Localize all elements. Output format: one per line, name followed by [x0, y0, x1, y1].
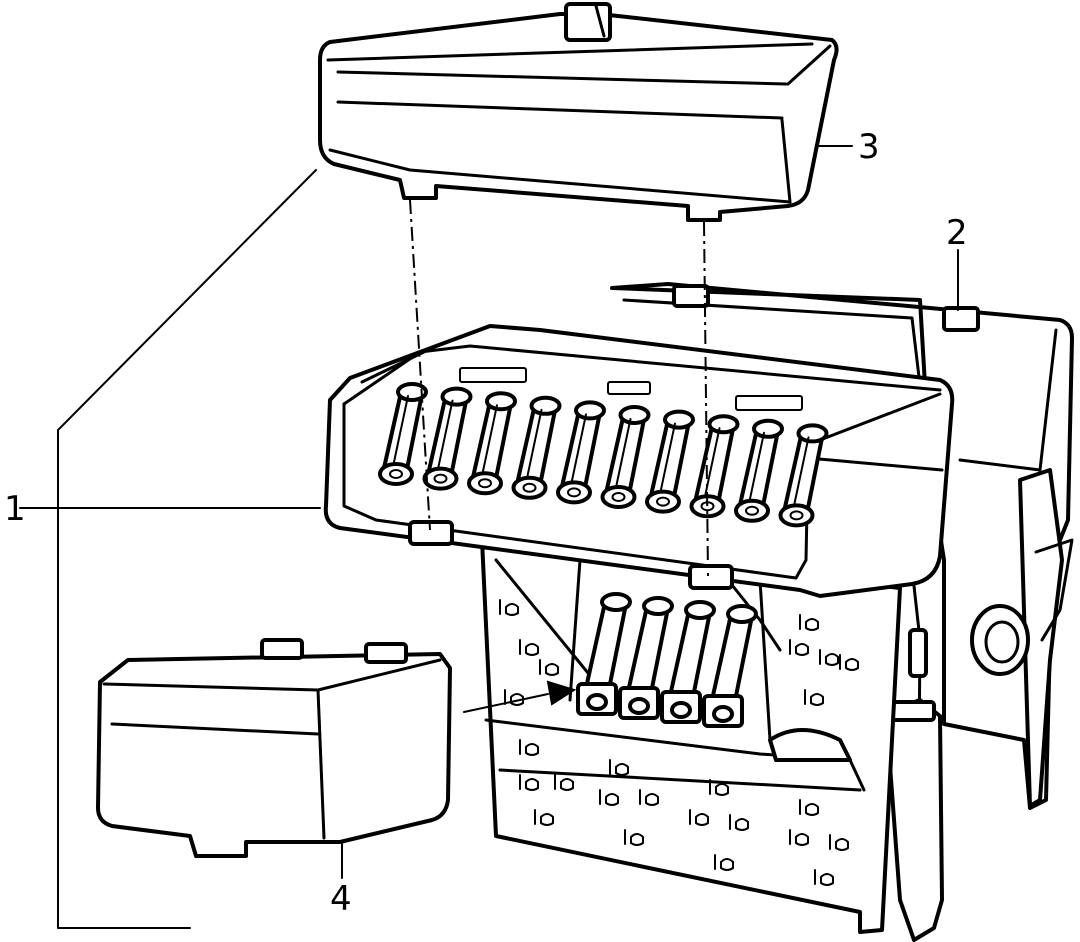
socket-slot: [714, 854, 734, 871]
socket-slot: [539, 659, 559, 676]
socket-slot: [504, 689, 524, 706]
socket-slot: [554, 774, 574, 791]
fuse-roller: [689, 414, 740, 519]
socket-slot: [499, 599, 519, 616]
socket-slot: [729, 814, 749, 831]
relay-plate: [480, 538, 902, 934]
fuse-roller: [511, 395, 562, 500]
callout-leaders: [19, 145, 959, 929]
relay-mount-roller: [576, 592, 632, 716]
socket-slot: [804, 689, 824, 706]
socket-slot: [814, 869, 834, 886]
socket-slot: [624, 829, 644, 846]
assembly-guides: [409, 199, 709, 713]
socket-slot: [519, 639, 539, 656]
socket-slot: [789, 639, 809, 656]
fuse-roller: [467, 391, 517, 496]
socket-slot: [709, 779, 729, 796]
socket-slot: [639, 789, 659, 806]
fuse-box-cover: [318, 2, 839, 222]
socket-slot: [689, 809, 709, 826]
socket-slot: [789, 829, 809, 846]
fuse-roller: [734, 418, 784, 523]
fuse-roller: [422, 386, 473, 491]
socket-slot: [599, 789, 619, 806]
socket-slot: [799, 799, 819, 816]
callout-label-2: 2: [946, 213, 968, 253]
fuse-roller: [600, 405, 651, 509]
fuse-rollers: [378, 382, 829, 528]
fuse-roller: [778, 423, 829, 528]
fuse-roller: [378, 382, 428, 486]
relay-socket-slots: [499, 599, 859, 886]
fuse-roller: [645, 409, 695, 514]
socket-slot: [819, 649, 839, 666]
relay-mount-rollers: [576, 592, 758, 728]
relay-mount-roller: [618, 596, 674, 720]
relay-mount-roller: [660, 600, 716, 724]
socket-slot: [609, 759, 629, 776]
socket-slot: [534, 809, 554, 826]
socket-slot: [799, 614, 819, 631]
fuse-roller: [556, 400, 606, 505]
callout-label-4: 4: [330, 879, 352, 919]
callout-label-1: 1: [4, 489, 26, 529]
socket-slot: [829, 834, 849, 851]
callout-label-3: 3: [858, 127, 880, 167]
relay: [96, 638, 452, 858]
socket-slot: [519, 739, 539, 756]
socket-slot: [839, 654, 859, 671]
socket-slot: [519, 774, 539, 791]
fuse-box-housing: [323, 324, 955, 598]
relay-mount-roller: [702, 604, 758, 728]
